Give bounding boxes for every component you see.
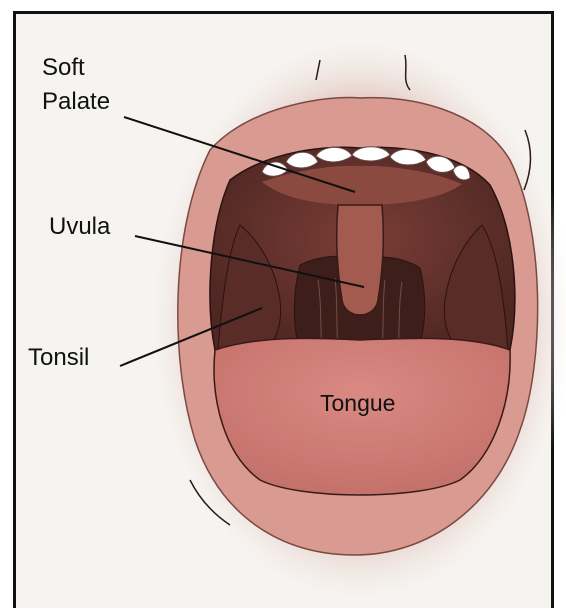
label-uvula: Uvula <box>49 212 110 242</box>
uvula <box>337 205 383 315</box>
label-tongue: Tongue <box>320 388 395 418</box>
label-soft-palate-line1: Soft <box>42 53 85 83</box>
label-tonsil: Tonsil <box>28 343 89 373</box>
label-soft-palate-line2: Palate <box>42 87 110 117</box>
